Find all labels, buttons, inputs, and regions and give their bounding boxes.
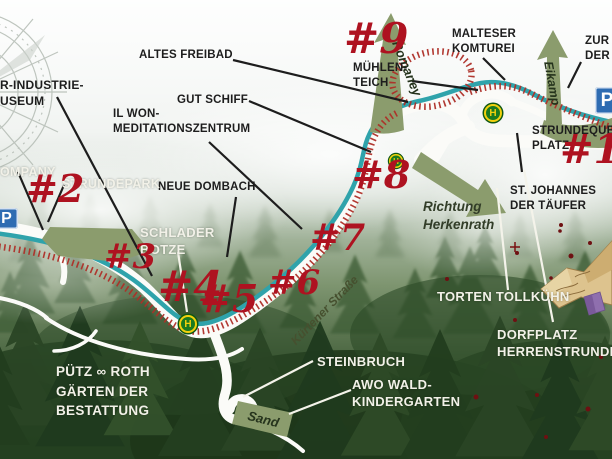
hiking-trail-dashed	[0, 48, 612, 335]
parking-icon: P	[0, 208, 18, 229]
green-roads	[42, 13, 612, 437]
label-strundequellplatz: STRUNDEQUELL PLATZ	[532, 125, 612, 153]
label-st-johannes: ST. JOHANNES DER TÄUFER	[510, 185, 597, 213]
station-2: #2	[26, 166, 85, 211]
station-8: #8	[352, 152, 411, 197]
label-dorfplatz: DORFPLATZ HERRENSTRUNDEN	[497, 327, 612, 360]
label-schlader-botze: SCHLADER BOTZE	[140, 225, 215, 258]
leader-lines-black	[16, 57, 582, 277]
station-7: #7	[310, 217, 366, 259]
label-neue-dombach: NEUE DOMBACH	[158, 181, 256, 193]
station-4: #4	[158, 262, 223, 311]
strundepark-area	[42, 227, 150, 262]
station-3: #3	[104, 237, 157, 277]
label-steinbruch: STEINBRUCH	[317, 354, 406, 369]
label-torten-tollkuehn: TORTEN TOLLKÜHN	[437, 289, 570, 304]
bus-stop-icon: H	[179, 315, 197, 333]
label-malteser-komturei: MALTESER KOMTUREI	[452, 28, 516, 56]
label-strundepark: STRUNDEPARK	[62, 177, 161, 191]
bus-stop-icon: H	[484, 104, 502, 122]
strunde-river	[0, 79, 612, 327]
label-zur-der: ZUR DER	[585, 35, 610, 63]
station-10: #10	[560, 126, 612, 173]
romaney-arrow	[370, 13, 406, 134]
label-gut-schiff: GUT SCHIFF	[177, 94, 248, 106]
red-specks	[445, 223, 603, 439]
station-5: #5	[200, 276, 259, 321]
label-richtung-herkenrath: Richtung Herkenrath	[423, 199, 495, 232]
label-il-won: IL WON- MEDITATIONSZENTRUM	[113, 108, 251, 136]
bus-stop-icon: H	[389, 154, 403, 168]
station-9: #9	[344, 14, 409, 63]
herkenrath-arrow	[412, 152, 506, 217]
label-awo-kindergarten: AWO WALD- KINDERGARTEN	[352, 377, 461, 410]
parking-icon: P	[595, 87, 612, 114]
label-company: OMPANY	[0, 165, 56, 179]
parchment-ornament	[540, 240, 612, 316]
label-puetz-roth: PÜTZ ∞ ROTH GÄRTEN DER BESTATTUNG	[56, 364, 150, 419]
label-altes-freibad: ALTES FREIBAD	[139, 49, 233, 61]
eikamp-arrow	[537, 30, 568, 126]
compass-rose	[0, 16, 67, 168]
label-muehlenteich: MÜHLEN- TEICH	[353, 62, 408, 90]
label-museum: R-INDUSTRIE- USEUM	[0, 78, 84, 108]
sand-area	[232, 401, 293, 437]
station-6: #6	[268, 263, 321, 303]
